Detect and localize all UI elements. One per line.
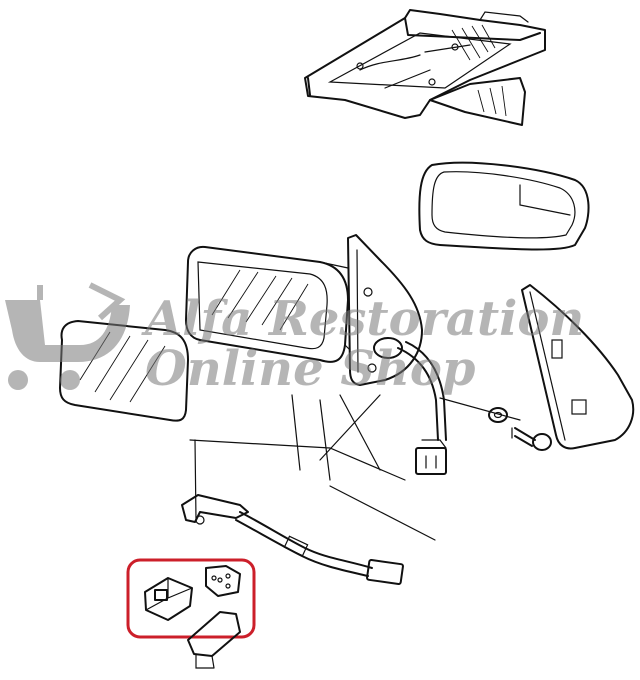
- watermark-line-1: Alfa Restoration: [141, 291, 584, 347]
- leader-lines: [189, 394, 521, 541]
- mirror-glass-front: [418, 161, 590, 251]
- screw: [511, 427, 552, 451]
- switch-cover: [205, 565, 241, 597]
- mirror-base-bracket: [347, 234, 423, 386]
- mirror-housing-bottom: [304, 9, 546, 119]
- washer: [488, 407, 508, 423]
- watermark-line-2: Online Shop: [145, 341, 475, 397]
- mirror-head: [185, 245, 351, 363]
- cable-with-connector: [397, 341, 447, 475]
- watermark: Alfa Restoration Online Shop: [5, 282, 584, 397]
- switch-knob: [144, 577, 193, 621]
- triangle-cover: [521, 284, 635, 450]
- adjustment-switch-assembly: [181, 494, 404, 586]
- switch-base: [187, 611, 241, 669]
- mirror-trim-strip: [429, 77, 526, 126]
- wheel-logo-icon: [5, 282, 130, 390]
